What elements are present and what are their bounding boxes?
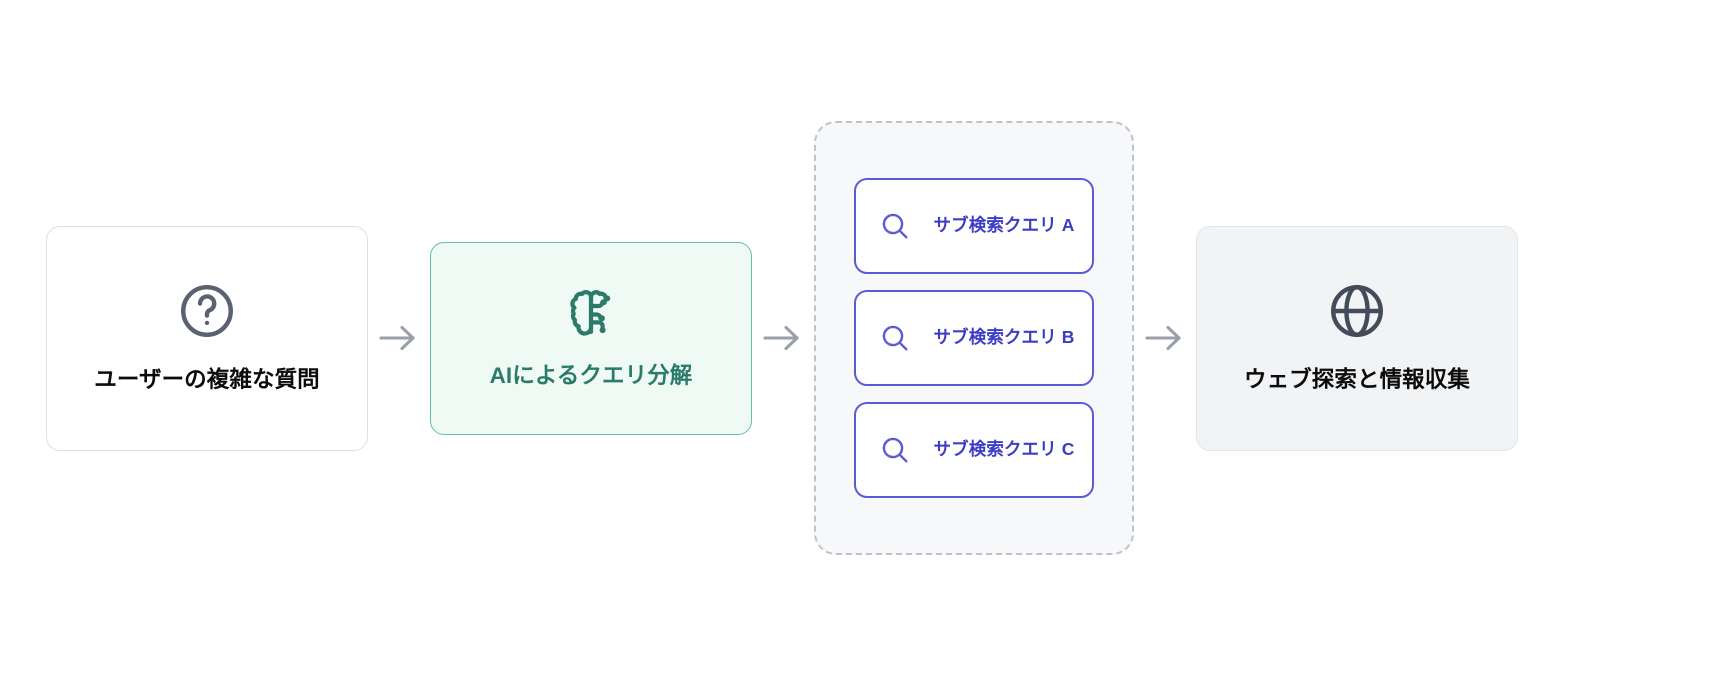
subquery-label-c: サブ検索クエリ C (933, 439, 1075, 460)
brain-circuit-icon (562, 284, 620, 342)
search-icon (878, 209, 912, 243)
node-ai-decomposition[interactable]: AIによるクエリ分解 (430, 241, 752, 435)
globe-icon (1326, 280, 1388, 342)
subquery-group: サブ検索クエリ A サブ検索クエリ B サブ検索クエリ C (814, 121, 1134, 555)
search-icon (878, 433, 912, 467)
subquery-card-b[interactable]: サブ検索クエリ B (854, 290, 1094, 386)
subquery-label-a: サブ検索クエリ A (933, 215, 1075, 236)
node-label-user-question: ユーザーの複雑な質問 (94, 367, 320, 393)
search-icon (878, 321, 912, 355)
arrow-right-icon-2 (752, 321, 814, 355)
subquery-card-c[interactable]: サブ検索クエリ C (854, 402, 1094, 498)
subquery-card-a[interactable]: サブ検索クエリ A (854, 178, 1094, 274)
arrow-right-icon-3 (1134, 321, 1196, 355)
node-web-exploration[interactable]: ウェブ探索と情報収集 (1196, 225, 1518, 451)
node-label-web-exploration: ウェブ探索と情報収集 (1243, 367, 1470, 393)
subquery-label-b: サブ検索クエリ B (933, 327, 1075, 348)
node-user-question[interactable]: ユーザーの複雑な質問 (46, 225, 368, 451)
question-circle-icon (176, 280, 238, 342)
node-label-ai-decomposition: AIによるクエリ分解 (489, 363, 693, 389)
arrow-right-icon-1 (368, 321, 430, 355)
